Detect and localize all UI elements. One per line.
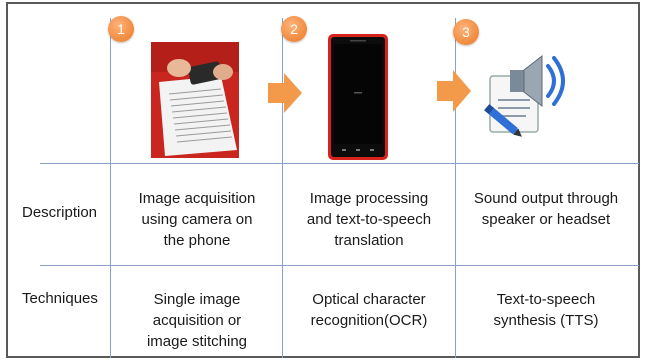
smartphone-image — [328, 34, 388, 160]
step-badge-1: 1 — [108, 16, 134, 42]
description-step-1: Image acquisition using camera on the ph… — [112, 188, 282, 251]
flow-arrow-2 — [437, 70, 471, 112]
row-label-description: Description — [22, 204, 98, 221]
technique-step-2: Optical character recognition(OCR) — [284, 289, 454, 331]
technique-line: recognition(OCR) — [310, 312, 428, 329]
description-line: Sound output through — [473, 190, 619, 207]
technique-line: synthesis (TTS) — [493, 312, 599, 329]
technique-step-1: Single image acquisition or image stitch… — [112, 289, 282, 352]
step-badge-3: 3 — [453, 19, 479, 45]
row-label-techniques: Techniques — [22, 290, 98, 307]
technique-step-3: Text-to-speech synthesis (TTS) — [457, 289, 635, 331]
flow-arrow-1 — [268, 73, 302, 113]
description-line: the phone — [163, 232, 231, 249]
row-divider — [40, 265, 639, 266]
technique-line: Text-to-speech — [496, 291, 596, 308]
column-divider — [455, 18, 456, 358]
row-divider — [40, 163, 639, 164]
description-step-3: Sound output through speaker or headset — [457, 188, 635, 230]
technique-line: Single image — [153, 291, 241, 308]
speaker-icon — [484, 54, 565, 137]
description-line: speaker or headset — [481, 211, 611, 228]
description-line: using camera on — [141, 211, 253, 228]
description-step-2: Image processing and text-to-speech tran… — [284, 188, 454, 251]
technique-line: image stitching — [146, 333, 248, 350]
column-divider — [282, 18, 283, 358]
technique-line: acquisition or — [152, 312, 242, 329]
column-divider — [110, 18, 111, 358]
camera-capture-photo — [151, 42, 239, 158]
step-badge-2: 2 — [281, 16, 307, 42]
description-line: Image processing — [309, 190, 429, 207]
description-line: Image acquisition — [138, 190, 256, 207]
description-line: and text-to-speech — [306, 211, 432, 228]
description-line: translation — [334, 232, 404, 249]
technique-line: Optical character — [312, 291, 426, 308]
